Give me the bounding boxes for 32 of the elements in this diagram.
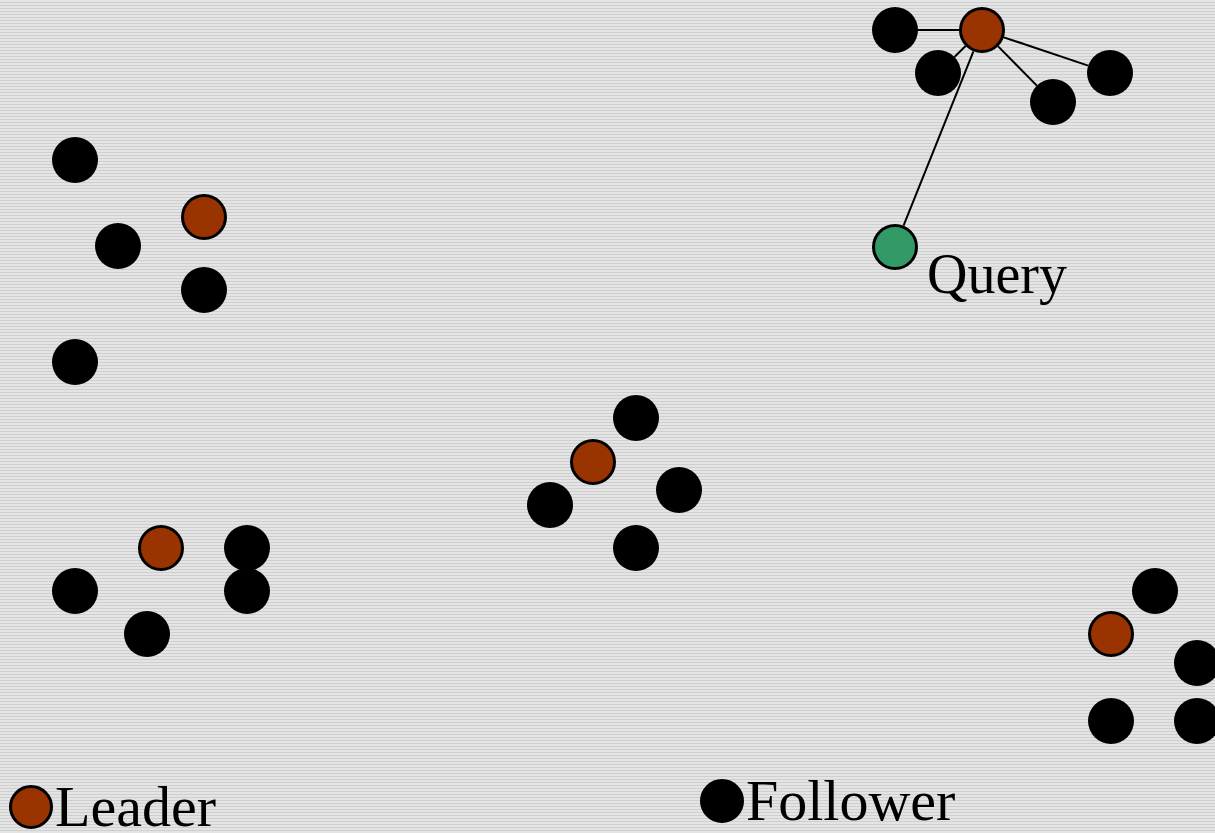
follower-dot — [181, 267, 227, 313]
follower-dot — [915, 50, 961, 96]
follower-dot — [1087, 50, 1133, 96]
follower-dot — [1174, 640, 1215, 686]
legend-label: Follower — [746, 772, 956, 830]
connector-line — [902, 50, 975, 227]
follower-dot — [1132, 568, 1178, 614]
follower-dot — [613, 395, 659, 441]
follower-dot — [656, 467, 702, 513]
follower-dot — [52, 568, 98, 614]
query-dot — [872, 224, 918, 270]
leader-dot — [570, 439, 616, 485]
follower-dot — [613, 525, 659, 571]
follower-dot — [1088, 698, 1134, 744]
leader-dot — [1088, 611, 1134, 657]
follower-dot — [224, 568, 270, 614]
legend-label: Leader — [55, 778, 216, 833]
follower-dot — [224, 525, 270, 571]
follower-dot — [1174, 698, 1215, 744]
follower-dot — [527, 482, 573, 528]
leader-dot — [181, 194, 227, 240]
follower-dot — [95, 223, 141, 269]
follower-dot — [52, 339, 98, 385]
connector-line — [917, 29, 960, 31]
connector-line — [1002, 36, 1090, 67]
follower-dot — [124, 611, 170, 657]
leader-dot — [959, 7, 1005, 53]
follower-dot — [1030, 79, 1076, 125]
follower-dot — [52, 137, 98, 183]
follower-dot — [872, 7, 918, 53]
connector-line — [997, 45, 1038, 87]
leader-dot — [138, 525, 184, 571]
